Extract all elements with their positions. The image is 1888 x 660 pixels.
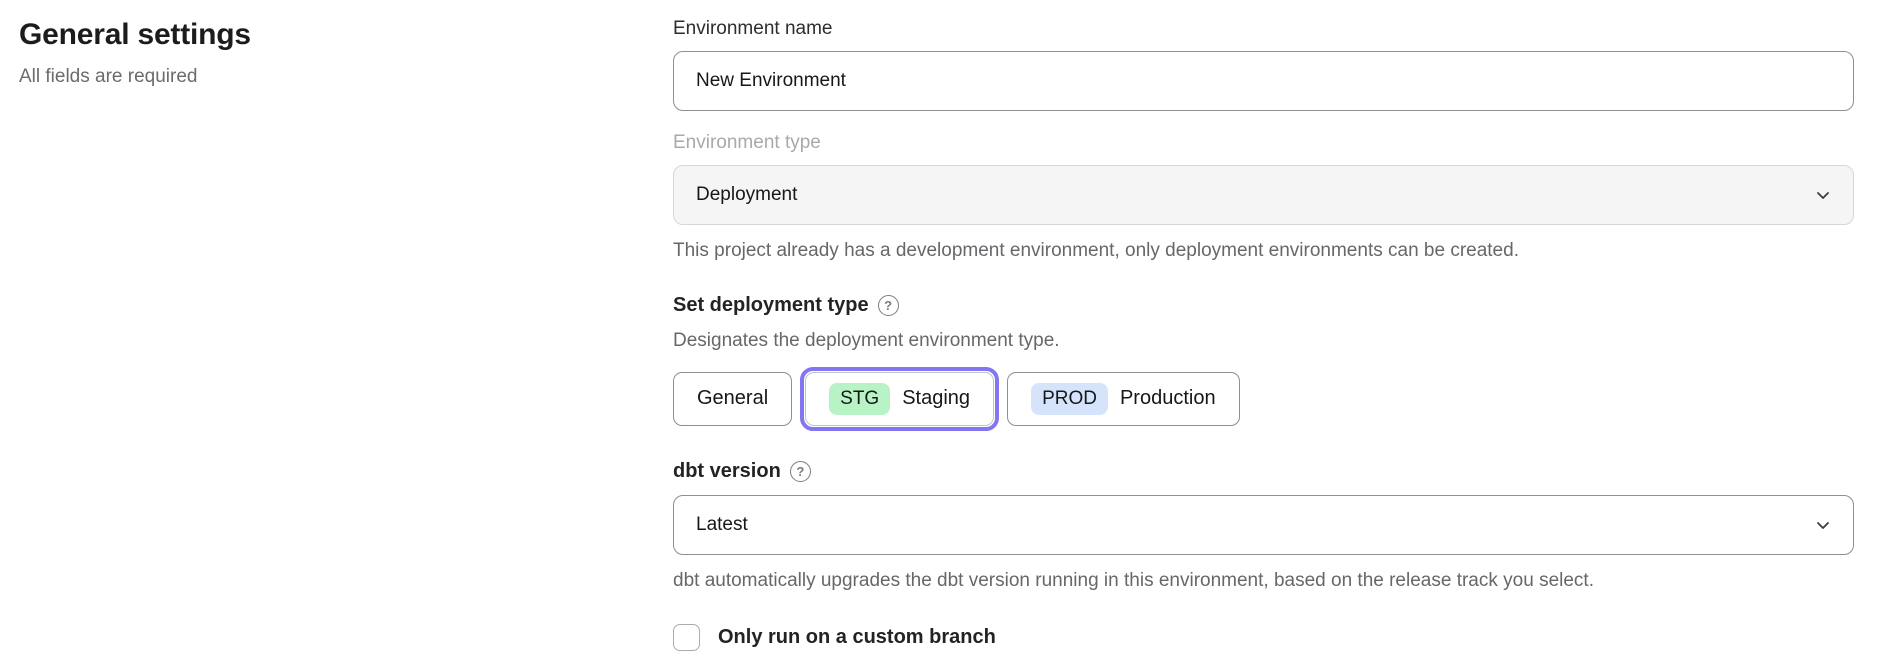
environment-type-value: Deployment — [696, 184, 798, 205]
production-badge: PROD — [1031, 382, 1108, 415]
deployment-type-staging-label: Staging — [902, 387, 971, 410]
settings-form: Environment name Environment type Deploy… — [673, 18, 1854, 651]
deployment-type-staging-button[interactable]: STG Staging — [805, 371, 995, 426]
settings-header: General settings All fields are required — [19, 18, 579, 88]
custom-branch-checkbox[interactable] — [673, 623, 700, 651]
deployment-type-helper: Designates the deployment environment ty… — [673, 329, 1060, 351]
dbt-version-helper: dbt automatically upgrades the dbt versi… — [673, 569, 1594, 591]
page-subtitle: All fields are required — [19, 66, 198, 87]
dbt-version-select[interactable]: Latest — [673, 494, 1854, 555]
chevron-down-icon — [1815, 187, 1831, 203]
deployment-type-staging-selected-ring: STG Staging — [800, 366, 1000, 431]
page-title: General settings — [19, 18, 251, 51]
deployment-type-title: Set deployment type — [673, 293, 869, 316]
deployment-type-production-button[interactable]: PROD Production — [1007, 371, 1240, 426]
help-icon[interactable]: ? — [789, 460, 811, 482]
environment-name-input[interactable] — [673, 51, 1854, 111]
deployment-type-options: General STG Staging PROD Production — [673, 366, 1854, 431]
deployment-type-header: Set deployment type ? — [673, 294, 1854, 317]
environment-type-helper: This project already has a development e… — [673, 240, 1519, 261]
dbt-version-block: dbt version ? Latest dbt automatically u… — [673, 460, 1854, 593]
chevron-down-icon — [1815, 517, 1831, 533]
dbt-version-value: Latest — [696, 513, 748, 535]
deployment-type-general-label: General — [697, 387, 769, 410]
dbt-version-header: dbt version ? — [673, 460, 1854, 483]
dbt-version-title: dbt version — [673, 459, 781, 482]
deployment-type-production-label: Production — [1119, 387, 1216, 410]
staging-badge: STG — [829, 382, 891, 415]
custom-branch-label[interactable]: Only run on a custom branch — [718, 625, 996, 648]
environment-type-label: Environment type — [673, 132, 821, 153]
custom-branch-row: Only run on a custom branch — [673, 623, 1854, 651]
environment-name-label: Environment name — [673, 18, 833, 39]
help-icon[interactable]: ? — [877, 294, 899, 316]
deployment-type-general-button[interactable]: General — [673, 371, 793, 426]
environment-type-select[interactable]: Deployment — [673, 165, 1854, 225]
